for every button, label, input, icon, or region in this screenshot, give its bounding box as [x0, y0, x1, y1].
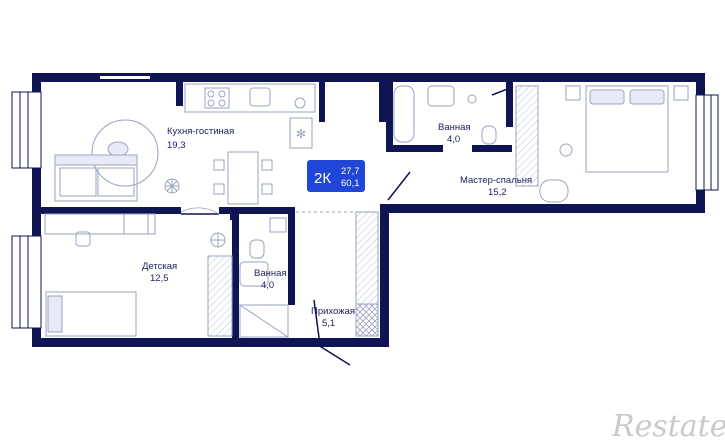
room-name-kids: Детская	[142, 261, 177, 272]
room-area-master-bedroom: 15,2	[488, 187, 507, 198]
room-name-hallway: Прихожая	[311, 306, 355, 317]
room-area-bathroom-bottom: 4,0	[261, 280, 274, 291]
apartment-badge: 2К 27,7 60,1	[307, 160, 365, 192]
bathroom-top-furniture	[294, 85, 497, 145]
badge-background	[307, 160, 365, 192]
room-name-bathroom-bottom: Ванная	[254, 268, 287, 279]
room-area-bathroom-top: 4,0	[447, 134, 460, 145]
bathroom-bottom-furniture	[239, 217, 289, 338]
apartment-type-label: 2К	[314, 170, 331, 187]
room-labels: Кухня-гостиная 19,3 Ванная 4,0 Мастер-сп…	[142, 122, 532, 329]
bedroom-furniture	[515, 85, 689, 203]
kids-furniture	[44, 213, 233, 337]
room-area-kids: 12,5	[150, 273, 169, 284]
restate-watermark: Restate	[611, 409, 725, 444]
kitchen-furniture: ✻	[54, 83, 316, 205]
room-area-hallway: 5,1	[322, 318, 335, 329]
windows	[11, 76, 719, 329]
room-name-master-bedroom: Мастер-спальня	[460, 175, 532, 186]
doors	[180, 87, 511, 366]
snowflake-icon: ✻	[296, 127, 306, 141]
living-area-value: 27,7	[341, 166, 360, 177]
room-name-kitchen-living: Кухня-гостиная	[167, 126, 234, 137]
room-area-kitchen-living: 19,3	[167, 140, 186, 151]
hallway-furniture	[296, 211, 380, 337]
total-area-value: 60,1	[341, 178, 360, 189]
room-name-bathroom-top: Ванная	[438, 122, 471, 133]
